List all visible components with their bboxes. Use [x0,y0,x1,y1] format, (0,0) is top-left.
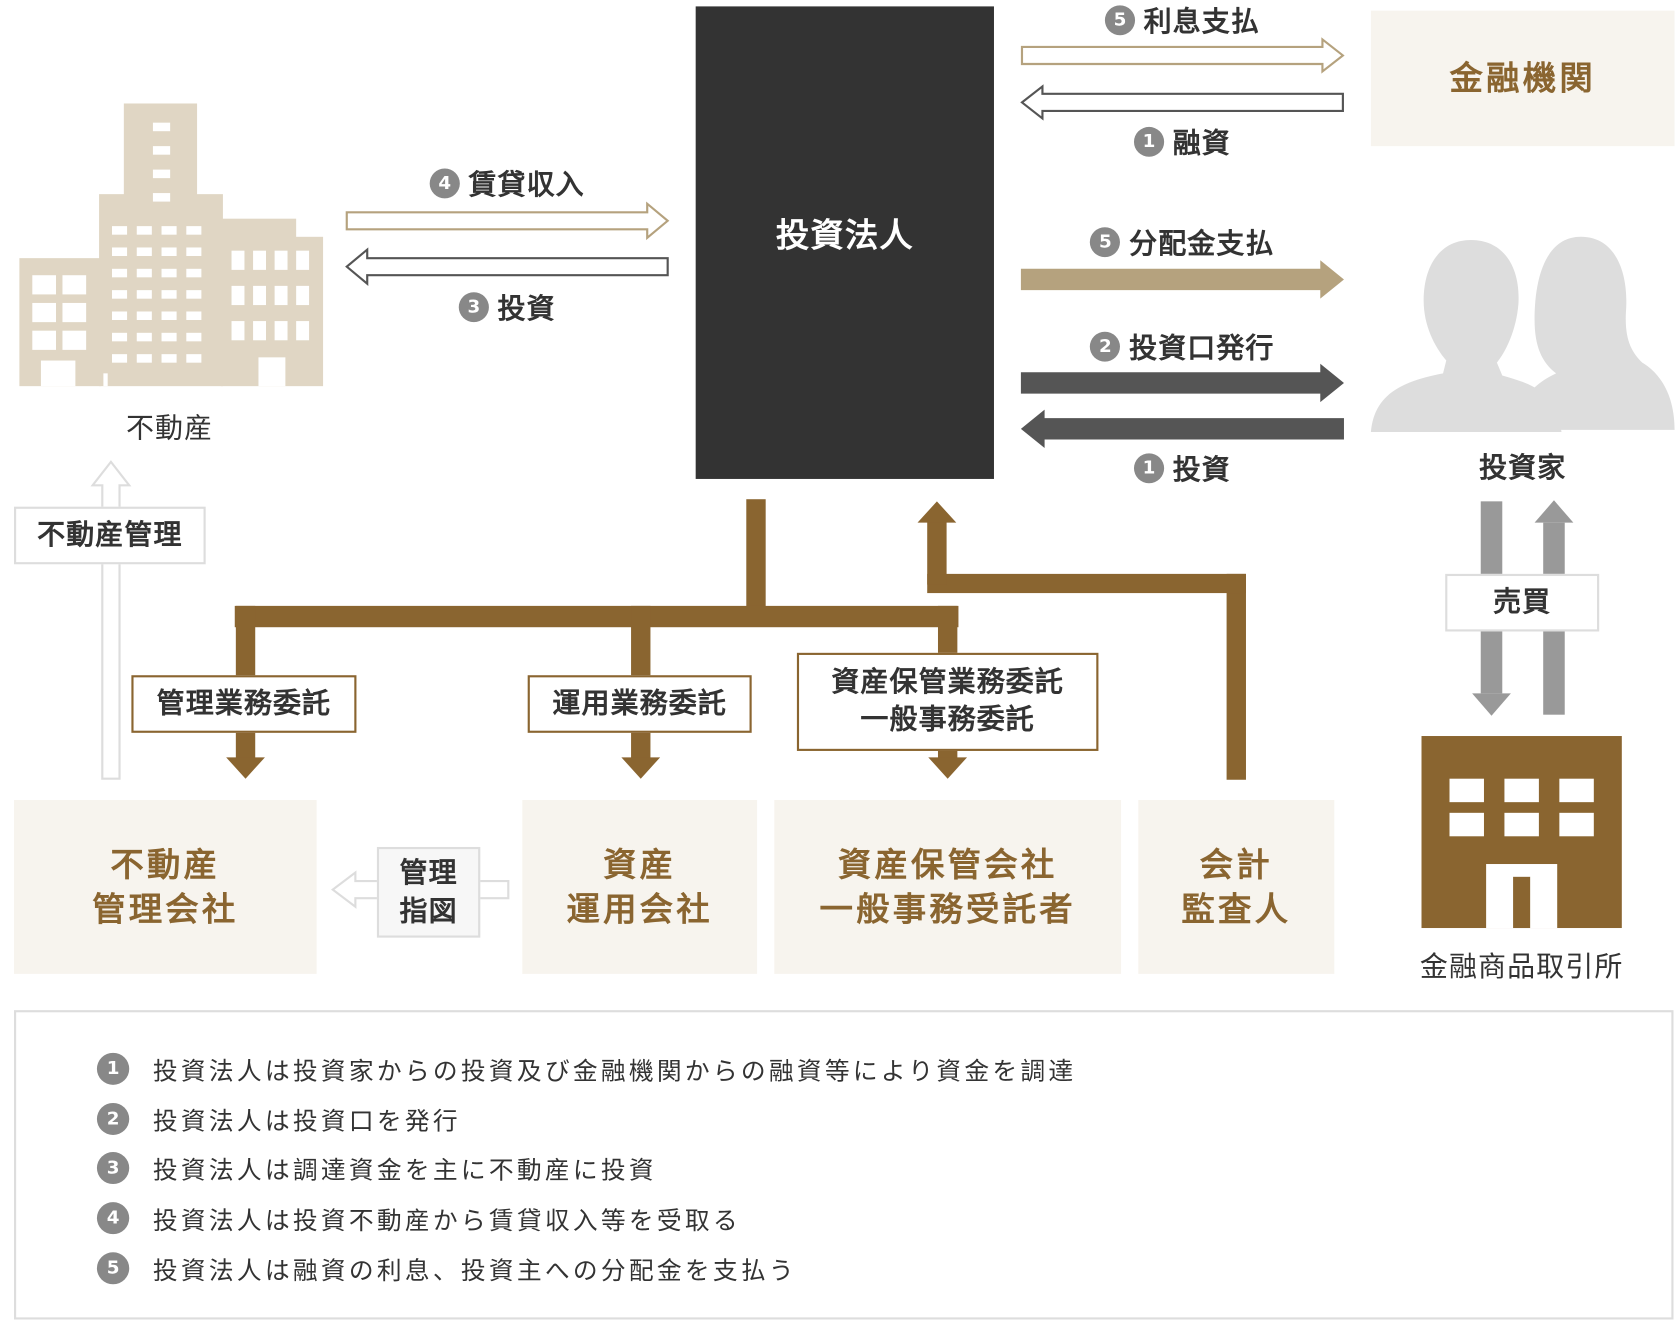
legend-text: 投資法人は投資家からの投資及び金融機関からの融資等により資金を調達 [152,1058,1077,1086]
management-consignment-tag: 管理業務委託 [131,675,357,733]
custody-consignment-tag: 資産保管業務委託一般事務委託 [796,652,1099,751]
custody-line2: 一般事務受託者 [819,890,1076,929]
pm-line2: 管理会社 [92,890,239,929]
operation-consignment-tag: 運用業務委託 [527,675,752,733]
investors-label: 投資家 [1479,452,1567,485]
investment-out-label: 3 投資 [346,287,669,326]
trading-tag: 売買 [1445,573,1600,632]
units-text: 投資口発行 [1129,332,1275,365]
badge-3: 3 [96,1152,130,1185]
custody-consignment-line2: 一般事務委託 [860,704,1035,737]
interest-arrow [1020,37,1345,74]
re-management-text: 不動産管理 [37,519,183,552]
bank-label: 金融機関 [1449,59,1596,98]
legend-text: 投資法人は投資不動産から賃貸収入等を受取る [152,1207,741,1236]
investment-corporation-label: 投資法人 [775,216,914,255]
badge-5: 5 [1090,226,1121,257]
dividend-label: 5 分配金支払 [1021,222,1344,261]
custody-consignment-line1: 資産保管業務委託 [831,666,1064,699]
dividend-text: 分配金支払 [1129,228,1275,261]
am-line1: 資産 [603,845,677,884]
auditor-line1: 会計 [1199,845,1273,884]
auditor-box: 会計監査人 [1138,800,1335,974]
real-estate-label: 不動産 [125,412,214,445]
legend-item: 1 投資法人は投資家からの投資及び金融機関からの融資等により資金を調達 [96,1051,1077,1087]
units-issue-arrow [1020,363,1344,403]
custody-line1: 資産保管会社 [837,845,1058,884]
exchange-building-icon [1421,736,1622,929]
legend-item: 4 投資法人は投資不動産から賃貸収入等を受取る [96,1200,741,1236]
management-instruction-tag: 管理指図 [376,846,481,938]
rent-text: 賃貸収入 [468,169,585,202]
bank-box: 金融機関 [1370,10,1675,147]
property-management-company-box: 不動産管理会社 [13,800,317,974]
units-label: 2 投資口発行 [1021,326,1344,365]
management-consignment-text: 管理業務委託 [156,687,332,720]
asset-management-company-box: 資産運用会社 [522,800,758,974]
investors-silhouette-icon [1370,236,1675,433]
legend-text: 投資法人は投資口を発行 [152,1108,461,1137]
custodian-box: 資産保管会社一般事務受託者 [774,800,1122,974]
rent-label: 4 賃貸収入 [346,163,669,202]
re-management-tag: 不動産管理 [13,506,206,565]
badge-5: 5 [96,1252,130,1285]
badge-5: 5 [1104,4,1136,35]
rent-arrow [345,201,670,241]
trading-text: 売買 [1493,586,1552,619]
pm-line1: 不動産 [110,845,221,884]
legend: 1 投資法人は投資家からの投資及び金融機関からの融資等により資金を調達 2 投資法人… [13,1010,1674,1320]
dividend-arrow [1020,260,1344,299]
badge-1: 1 [1133,126,1165,157]
management-instruction-line1: 管理 [399,857,458,890]
legend-item: 5 投資法人は融資の利息、投資主への分配金を支払う [96,1250,797,1286]
investment-out-arrow [345,247,669,287]
legend-item: 3 投資法人は調達資金を主に不動産に投資 [96,1150,657,1186]
investment-in-arrow [1020,409,1344,449]
badge-1: 1 [96,1052,130,1085]
legend-text: 投資法人は融資の利息、投資主への分配金を支払う [152,1257,797,1286]
badge-1: 1 [1133,452,1165,483]
real-estate-buildings-icon [19,103,324,387]
operation-consignment-text: 運用業務委託 [552,687,727,720]
loan-text: 融資 [1172,128,1231,161]
am-line2: 運用会社 [566,890,713,929]
badge-4: 4 [429,168,460,198]
management-instruction-line2: 指図 [399,895,458,928]
legend-item: 2 投資法人は投資口を発行 [96,1101,461,1137]
exchange-label: 金融商品取引所 [1419,951,1624,984]
re-management-arrow [90,460,132,780]
consignment-lines [226,499,1246,780]
investment-out-text: 投資 [497,293,556,326]
interest-text: 利息支払 [1143,6,1260,39]
badge-2: 2 [1090,331,1121,362]
auditor-line2: 監査人 [1181,890,1292,929]
investment-in-text: 投資 [1172,454,1231,487]
badge-4: 4 [96,1202,130,1235]
legend-text: 投資法人は調達資金を主に不動産に投資 [152,1157,657,1186]
investment-corporation-block [695,6,994,479]
loan-arrow [1020,84,1344,121]
badge-3: 3 [458,291,489,322]
badge-2: 2 [96,1102,130,1135]
